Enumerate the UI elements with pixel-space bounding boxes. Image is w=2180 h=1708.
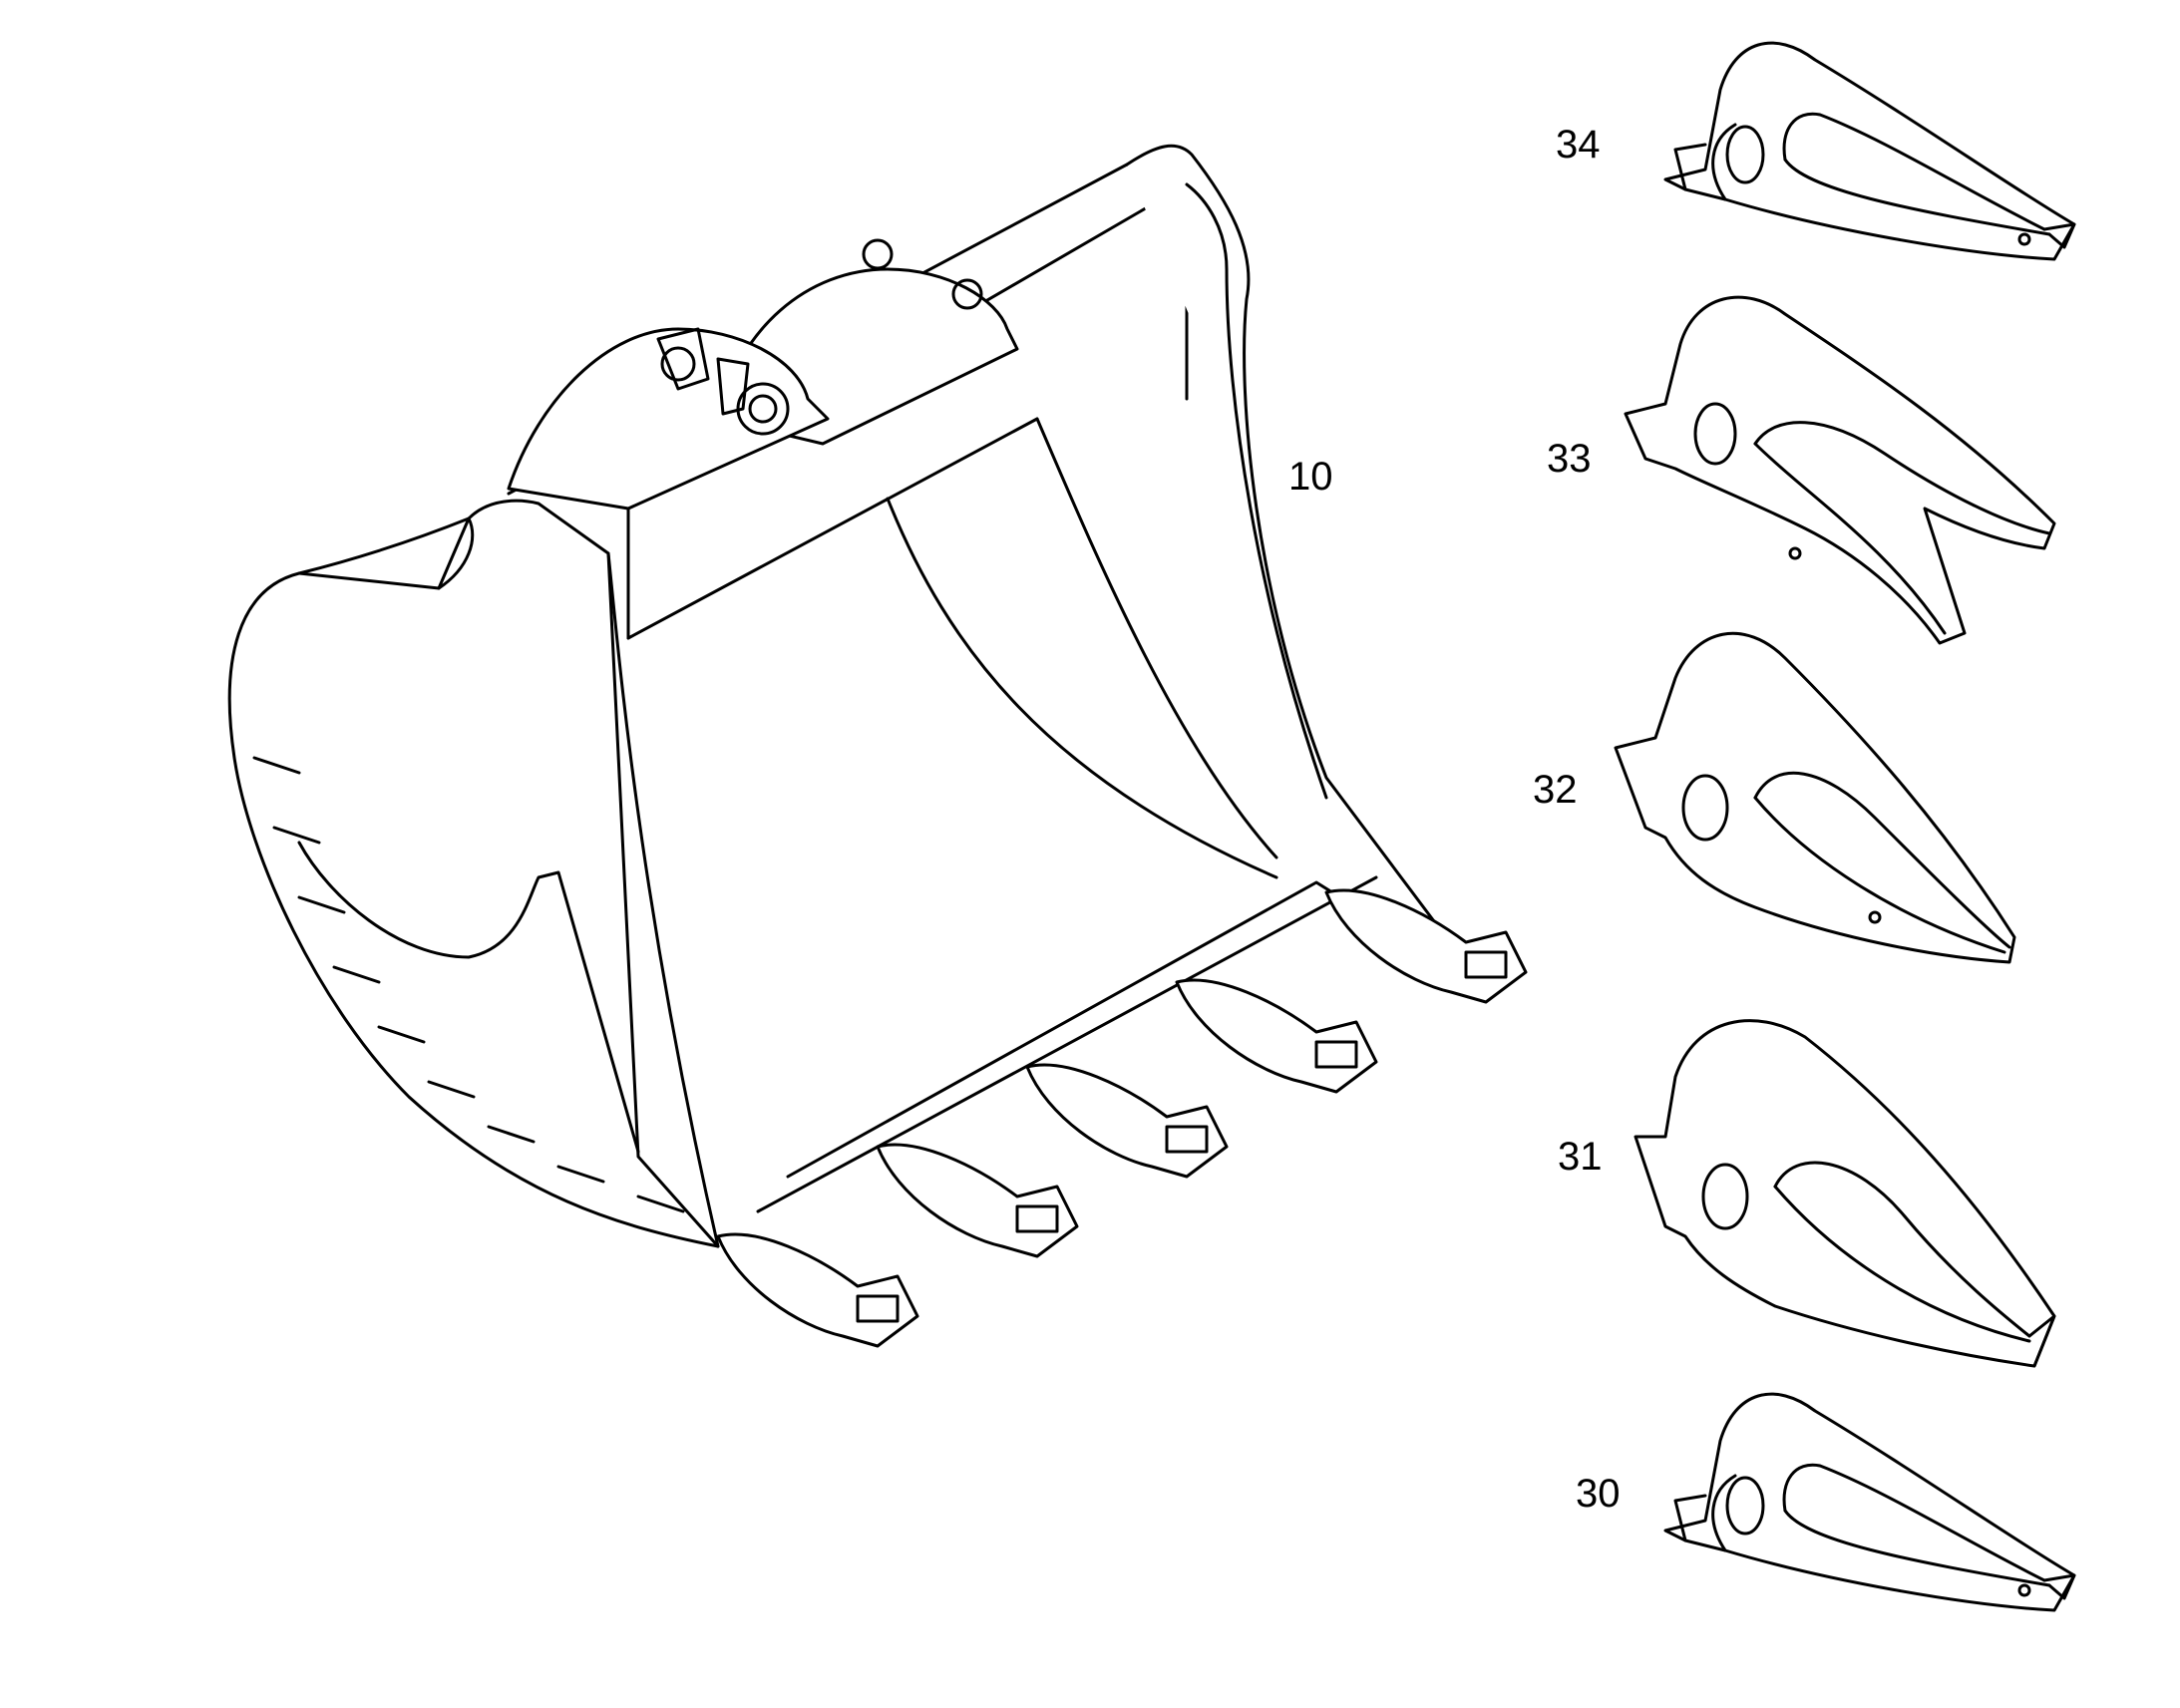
tooth-30-part [1663, 1392, 2076, 1612]
callout-tooth-33: 33 [1547, 437, 1592, 481]
tooth-34-part [1663, 41, 2076, 261]
callout-tooth-31: 31 [1558, 1135, 1603, 1179]
callout-bucket: 10 [1288, 455, 1333, 499]
tooth-32-part [1614, 631, 2016, 964]
bucket-part [227, 144, 1528, 1348]
tooth-33-part [1624, 295, 2056, 645]
callout-tooth-32: 32 [1533, 768, 1578, 812]
bucket-teeth [716, 888, 1528, 1348]
callout-tooth-30: 30 [1576, 1472, 1621, 1516]
tooth-31-part [1634, 1019, 2056, 1368]
callout-tooth-34: 34 [1556, 123, 1601, 167]
